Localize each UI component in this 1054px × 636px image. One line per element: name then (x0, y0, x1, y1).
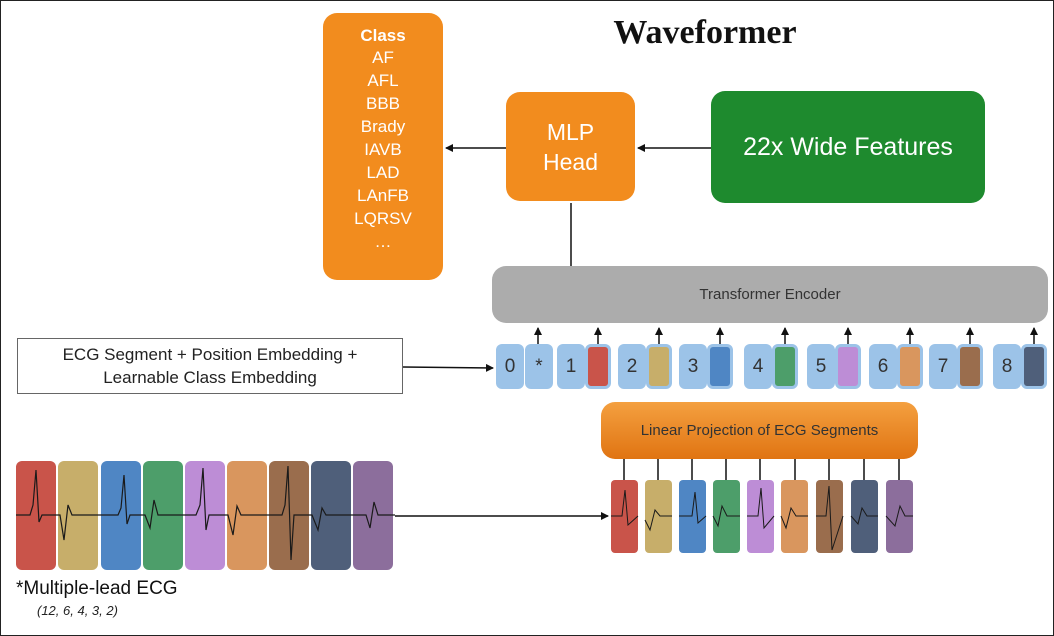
ecg-caption: *Multiple-lead ECG (16, 578, 178, 599)
token-position: 1 (557, 344, 585, 389)
embedding-description-box: ECG Segment + Position Embedding + Learn… (17, 338, 403, 394)
ecg-split-trace (850, 506, 878, 526)
ecg-subcaption: (12, 6, 4, 3, 2) (37, 603, 118, 618)
class-item: AFL (367, 71, 399, 90)
token-segment-embedding (1021, 344, 1047, 389)
mlp-head-box: MLP Head (506, 92, 635, 201)
class-item: IAVB (364, 140, 402, 159)
ecg-split-trace (885, 504, 913, 528)
class-header: Class (360, 26, 406, 45)
transformer-encoder-box: Transformer Encoder (492, 266, 1048, 323)
class-item: LQRSV (354, 209, 412, 228)
ecg-split-trace (644, 508, 672, 532)
token-position: 4 (744, 344, 772, 389)
ecg-split-trace (679, 491, 707, 525)
ecg-split-trace (747, 487, 775, 530)
diagram-title: Waveformer (613, 14, 797, 51)
wide-features-box: 22x Wide Features (711, 91, 985, 203)
class-item: Brady (360, 117, 406, 136)
class-item: … (374, 232, 392, 251)
token-position: 3 (679, 344, 707, 389)
mlp-head-line1: MLP (546, 118, 595, 145)
ecg-split-trace (712, 504, 740, 528)
class-item: LAnFB (357, 186, 409, 205)
ecg-split-trace (611, 489, 639, 527)
token-position: 8 (993, 344, 1021, 389)
mlp-head-line2: Head (543, 148, 598, 175)
token-position: 2 (618, 344, 646, 389)
token-segment-embedding (835, 344, 861, 389)
token-segment-embedding (585, 344, 611, 389)
token-class: * (525, 344, 553, 389)
token-segment-embedding (646, 344, 672, 389)
linear-projection-box: Linear Projection of ECG Segments (601, 402, 918, 459)
embedding-line2: Learnable Class Embedding (103, 368, 317, 387)
class-item: LAD (366, 163, 400, 182)
token-segment-embedding (772, 344, 798, 389)
ecg-trace (16, 465, 395, 561)
token-position-0: 0 (496, 344, 524, 389)
token-segment-embedding (897, 344, 923, 389)
ecg-split-trace (780, 506, 808, 530)
class-output-box: Class AF AFL BBB Brady IAVB LAD LAnFB LQ… (323, 13, 443, 280)
class-item: AF (372, 48, 394, 67)
token-position: 6 (869, 344, 897, 389)
token-position: 7 (929, 344, 957, 389)
ecg-split-trace (816, 485, 844, 551)
token-segment-embedding (957, 344, 983, 389)
class-item: BBB (365, 94, 401, 113)
token-position: 5 (807, 344, 835, 389)
embedding-line1: ECG Segment + Position Embedding + (62, 345, 358, 364)
token-segment-embedding (707, 344, 733, 389)
arrow-embedding-to-tokens (402, 363, 494, 372)
